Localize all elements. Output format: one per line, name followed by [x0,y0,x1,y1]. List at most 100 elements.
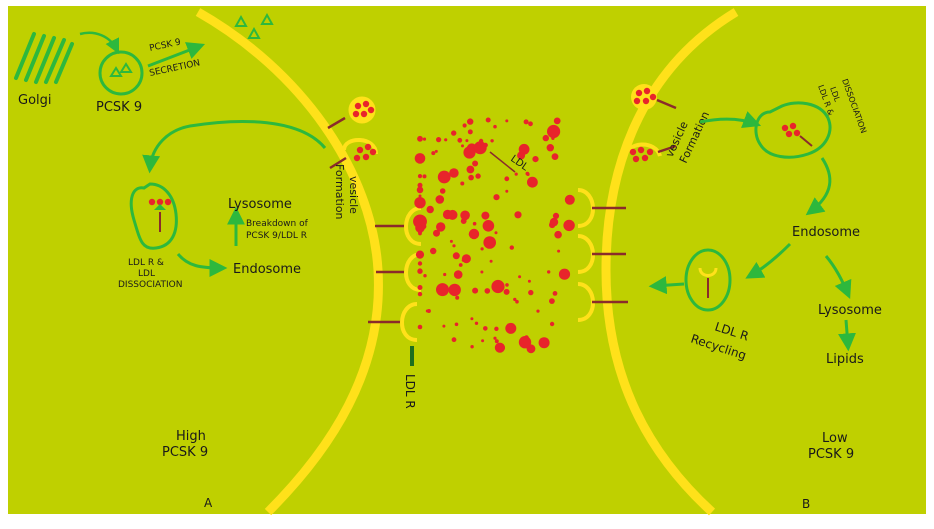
ldl-particle [536,309,540,313]
ldl-particle [483,142,488,148]
membrane-right-cell [601,8,739,516]
ldl-particle [493,336,497,340]
ldl-particle [482,220,495,232]
ldl-particle [501,346,505,350]
ldl-particle [463,146,476,159]
ldl-particle [468,169,472,173]
ldl-particle [418,194,422,198]
ldl-particle [549,298,555,304]
ldl-particle [513,297,517,302]
arrow-internalization-left [142,120,327,174]
ldl-particle [558,268,571,280]
ldl-particle [451,130,457,136]
ldl-particle [457,137,463,143]
low-pcsk9-label-2: PCSK 9 [808,447,854,462]
ldl-particle [468,232,473,236]
ldl-particle [468,174,474,181]
ldl-particle [434,149,438,153]
left-surface-vesicle-2 [329,138,378,170]
panel-a-label: A [204,496,213,510]
endosome-vesicle-left [129,182,178,250]
ldl-particle [417,182,423,188]
ldl-receptor-right-3 [577,282,628,322]
ldl-particle [472,221,477,226]
dissoc-left-label-2: LDL [138,269,155,279]
ldl-particle [458,263,463,267]
ldl-particle [553,117,561,125]
ldl-particle [461,258,465,262]
recycled-receptor-icon [698,267,718,298]
ldl-particle [436,283,449,297]
ldl-particle [557,249,561,253]
ldl-particle [449,239,453,243]
endosome-right-label: Endosome [792,225,860,240]
ldl-particle [417,291,423,297]
membrane-left-cell [195,8,383,516]
ldl-particle [525,171,530,176]
left-surface-vesicle-1 [327,96,376,130]
ldl-receptor-left-1 [375,206,422,246]
ldl-particle [564,194,575,205]
ldl-particle [472,160,479,167]
ldl-particle [551,153,559,161]
ldl-particle [443,272,447,277]
ldl-particle-cloud [413,117,575,354]
ldl-particle [437,170,451,184]
ldl-particle [552,212,560,219]
ldl-particle [489,259,493,263]
ldl-particle [465,139,469,143]
ldl-particle [444,138,448,142]
ldl-particle [435,195,445,204]
ldl-particle [454,322,459,327]
ldl-particle [504,176,510,182]
ldl-particle [527,279,531,283]
ldl-particle [494,339,499,344]
breakdown-label-1: Breakdown of [246,219,309,229]
ldl-particle [439,188,446,194]
right-surface-vesicle-1 [631,84,677,110]
ldl-particle [480,247,484,251]
pcsk9-vesicle [98,50,144,96]
ldl-particle [455,295,460,300]
arrow-endosome-to-recycling [745,242,792,279]
ldl-particle [554,230,562,239]
ldl-particle [418,268,422,272]
ldl-receptor-right-1 [577,188,626,228]
ldl-particle [436,137,442,143]
ldl-particle [514,172,518,176]
ldl-particle [480,270,484,274]
ldl-particle [426,309,431,313]
ldl-particle [414,197,426,209]
ldl-particle [431,151,436,156]
ldl-particle [528,289,534,296]
ldl-particle [467,118,474,125]
ldl-particle [461,144,464,148]
arrow-golgi-to-pcsk9 [79,31,120,55]
ldl-particle [484,288,491,294]
ldl-particle [483,326,488,331]
ldl-particle [417,135,423,142]
ldl-particle [485,117,491,123]
lysosome-left-label: Lysosome [228,197,292,212]
ldl-particle [417,261,423,266]
ldl-particle [478,138,484,144]
ldl-particle [549,217,559,227]
panel-b-label: B [802,497,810,511]
pcsk9-label: PCSK 9 [96,100,142,115]
endosome-vesicle-right [754,101,832,159]
ldl-receptor-complex-left [148,198,172,232]
ldl-particle [460,210,470,221]
ldl-particle [518,275,522,279]
lipids-label: Lipids [826,352,864,367]
ldl-particle [461,254,471,264]
ldl-particle [447,209,458,220]
ldl-particle [448,283,461,297]
ldl-particle [515,299,519,304]
ldl-particle [493,194,500,201]
ldl-particle [423,274,427,278]
ldl-particle [414,153,426,164]
ldl-particle [552,291,558,296]
ldl-particle [450,285,454,289]
ldl-particle [471,231,478,238]
ldl-particle [415,250,425,259]
